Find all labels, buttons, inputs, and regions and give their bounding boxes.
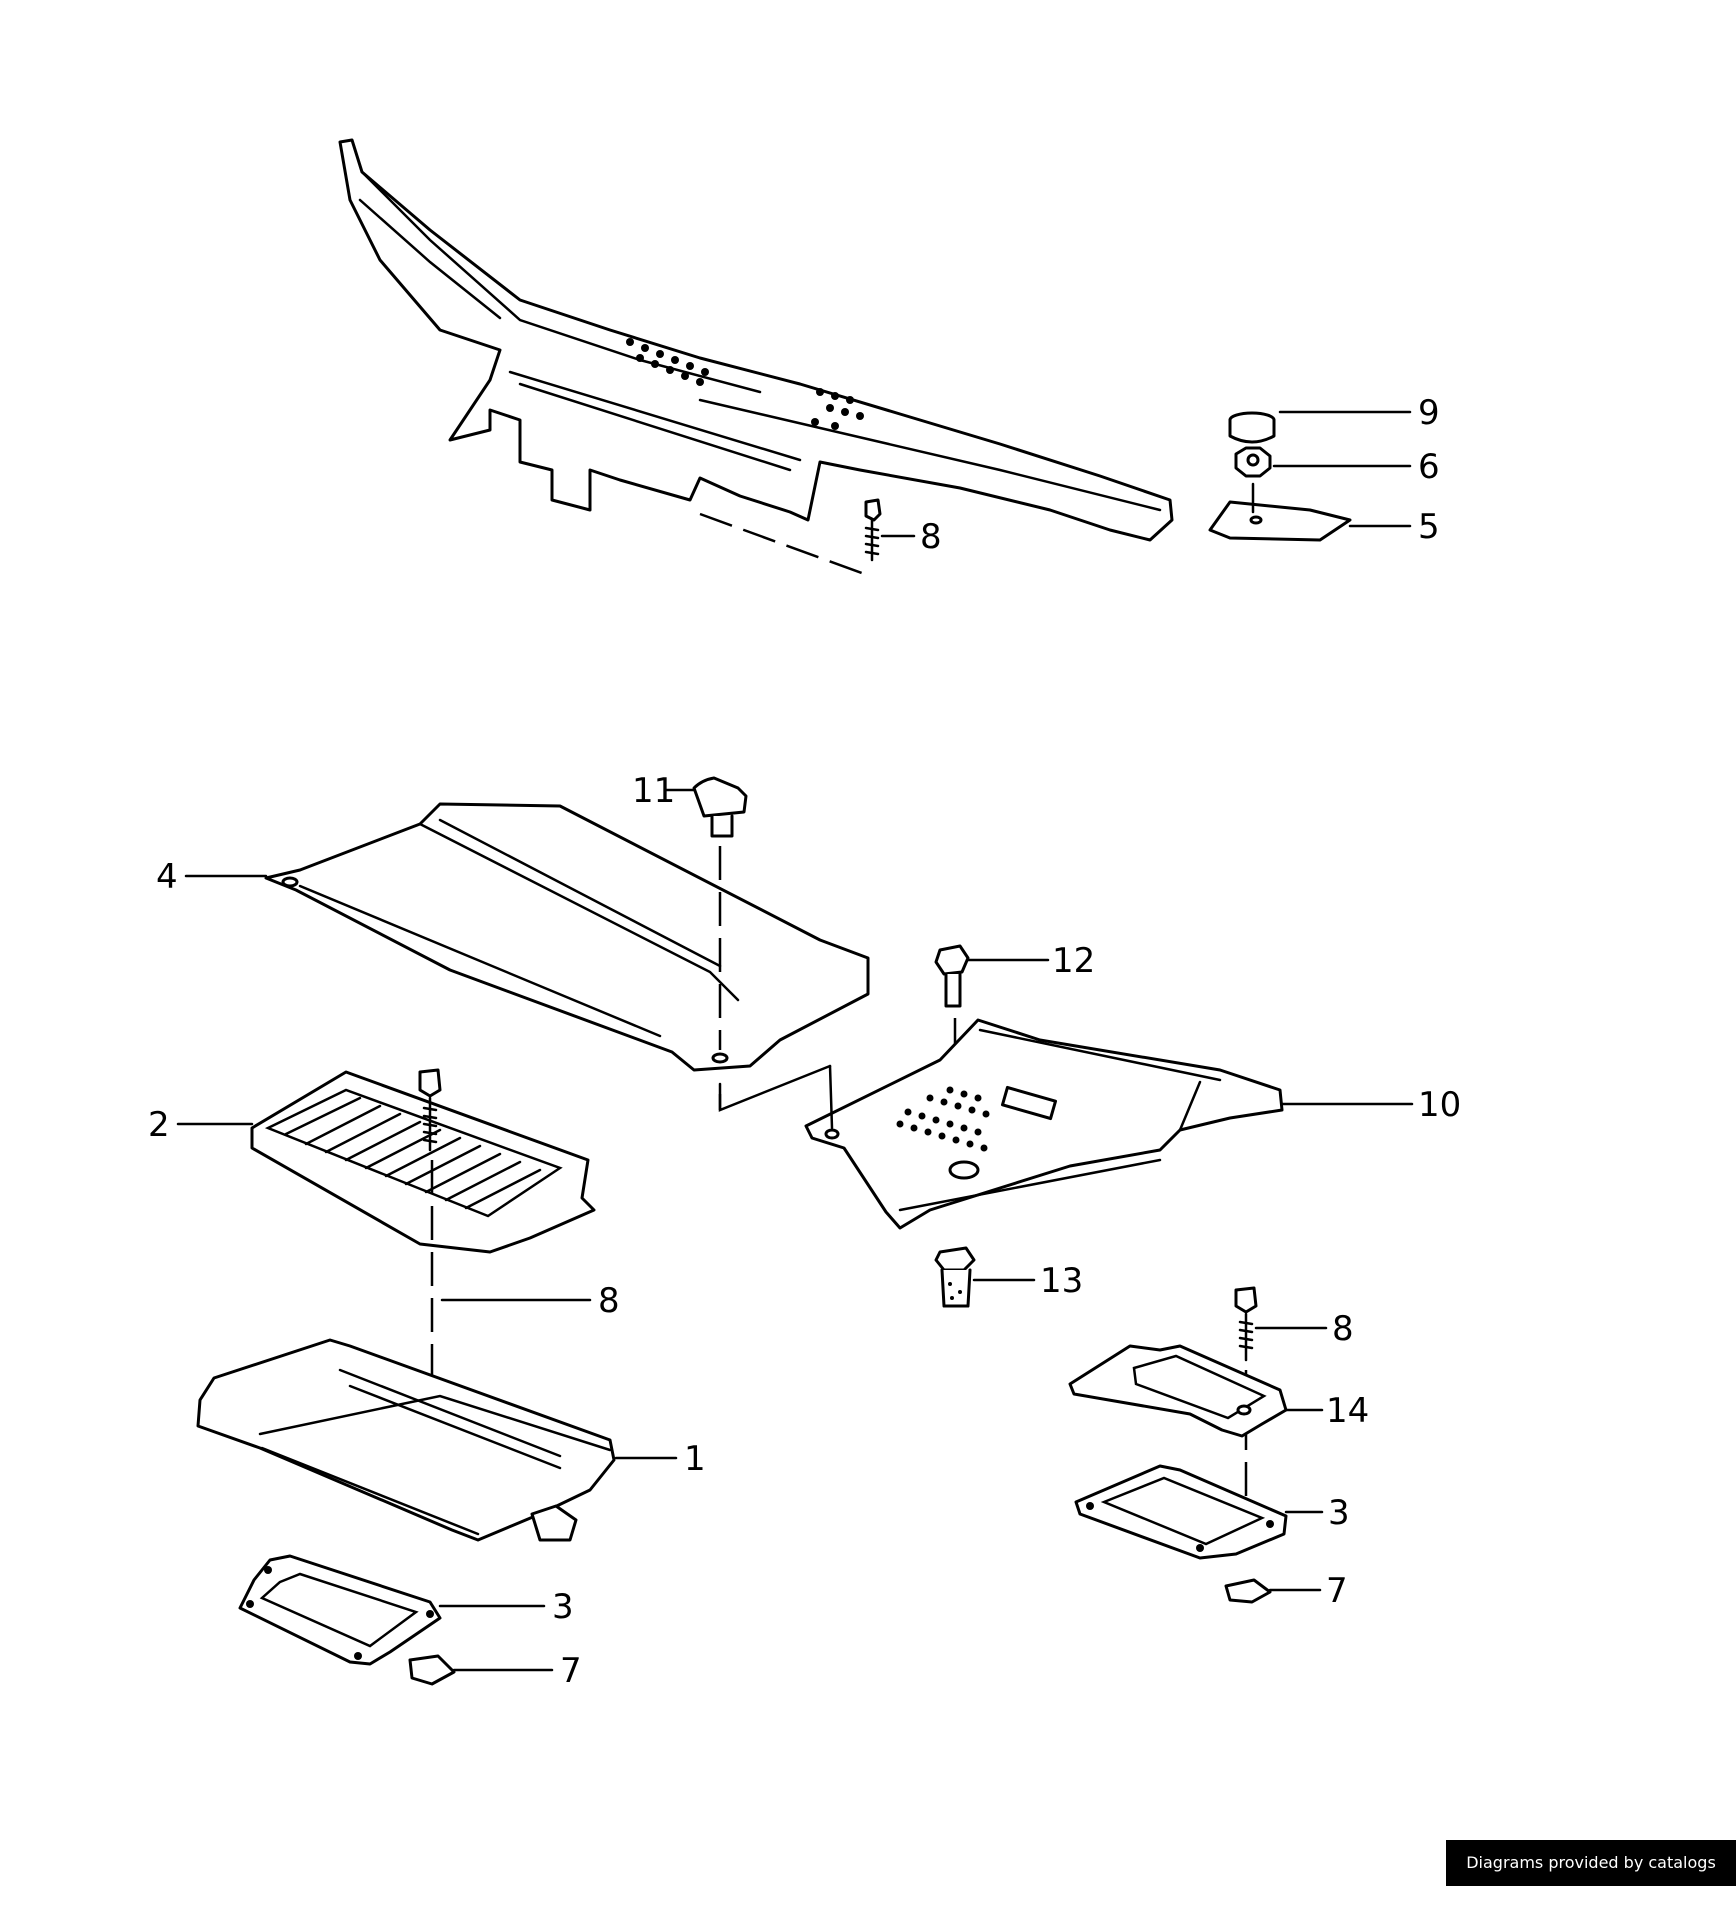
cap-9 <box>1228 411 1276 444</box>
label-6: 6 <box>1418 447 1440 487</box>
clip-13 <box>934 1246 976 1308</box>
cowl-panel <box>338 138 1174 542</box>
tray-10 <box>804 1018 1284 1230</box>
gasket-3-left <box>238 1554 442 1666</box>
credit-banner: Diagrams provided by catalogs parts <box>1446 1840 1736 1918</box>
label-3-left: 3 <box>552 1587 574 1627</box>
bolt-12 <box>934 944 970 1008</box>
label-4: 4 <box>156 857 178 897</box>
label-11: 11 <box>632 771 675 811</box>
label-12: 12 <box>1052 941 1095 981</box>
label-10: 10 <box>1418 1085 1461 1125</box>
label-14: 14 <box>1326 1391 1369 1431</box>
cowl-perforation <box>626 338 864 430</box>
label-13: 13 <box>1040 1261 1083 1301</box>
label-3-right: 3 <box>1328 1493 1350 1533</box>
label-8-left: 8 <box>598 1281 620 1321</box>
clip-7-right <box>1224 1578 1272 1604</box>
cover-4 <box>264 802 870 1072</box>
tray-perforation <box>896 1086 990 1152</box>
label-7-right: 7 <box>1326 1571 1348 1611</box>
parts-diagram: 9 6 5 8 <box>148 138 1461 1691</box>
filter-2 <box>250 1070 596 1254</box>
plug-11 <box>692 776 748 838</box>
screw-8-right <box>1234 1286 1258 1362</box>
clip-7-left <box>408 1654 456 1686</box>
label-7-left: 7 <box>560 1651 582 1691</box>
screw-8-top <box>864 498 882 562</box>
label-5: 5 <box>1418 507 1440 547</box>
gasket-3-right <box>1074 1464 1288 1560</box>
nut-6 <box>1234 446 1272 478</box>
plate-14 <box>1068 1344 1288 1438</box>
label-1: 1 <box>684 1439 706 1479</box>
cover-1 <box>196 1338 616 1542</box>
label-9: 9 <box>1418 393 1440 433</box>
label-8-right: 8 <box>1332 1309 1354 1349</box>
label-8-top: 8 <box>920 517 942 557</box>
label-2: 2 <box>148 1105 170 1145</box>
bracket-5 <box>1208 500 1352 542</box>
screw-8-left <box>418 1068 442 1152</box>
